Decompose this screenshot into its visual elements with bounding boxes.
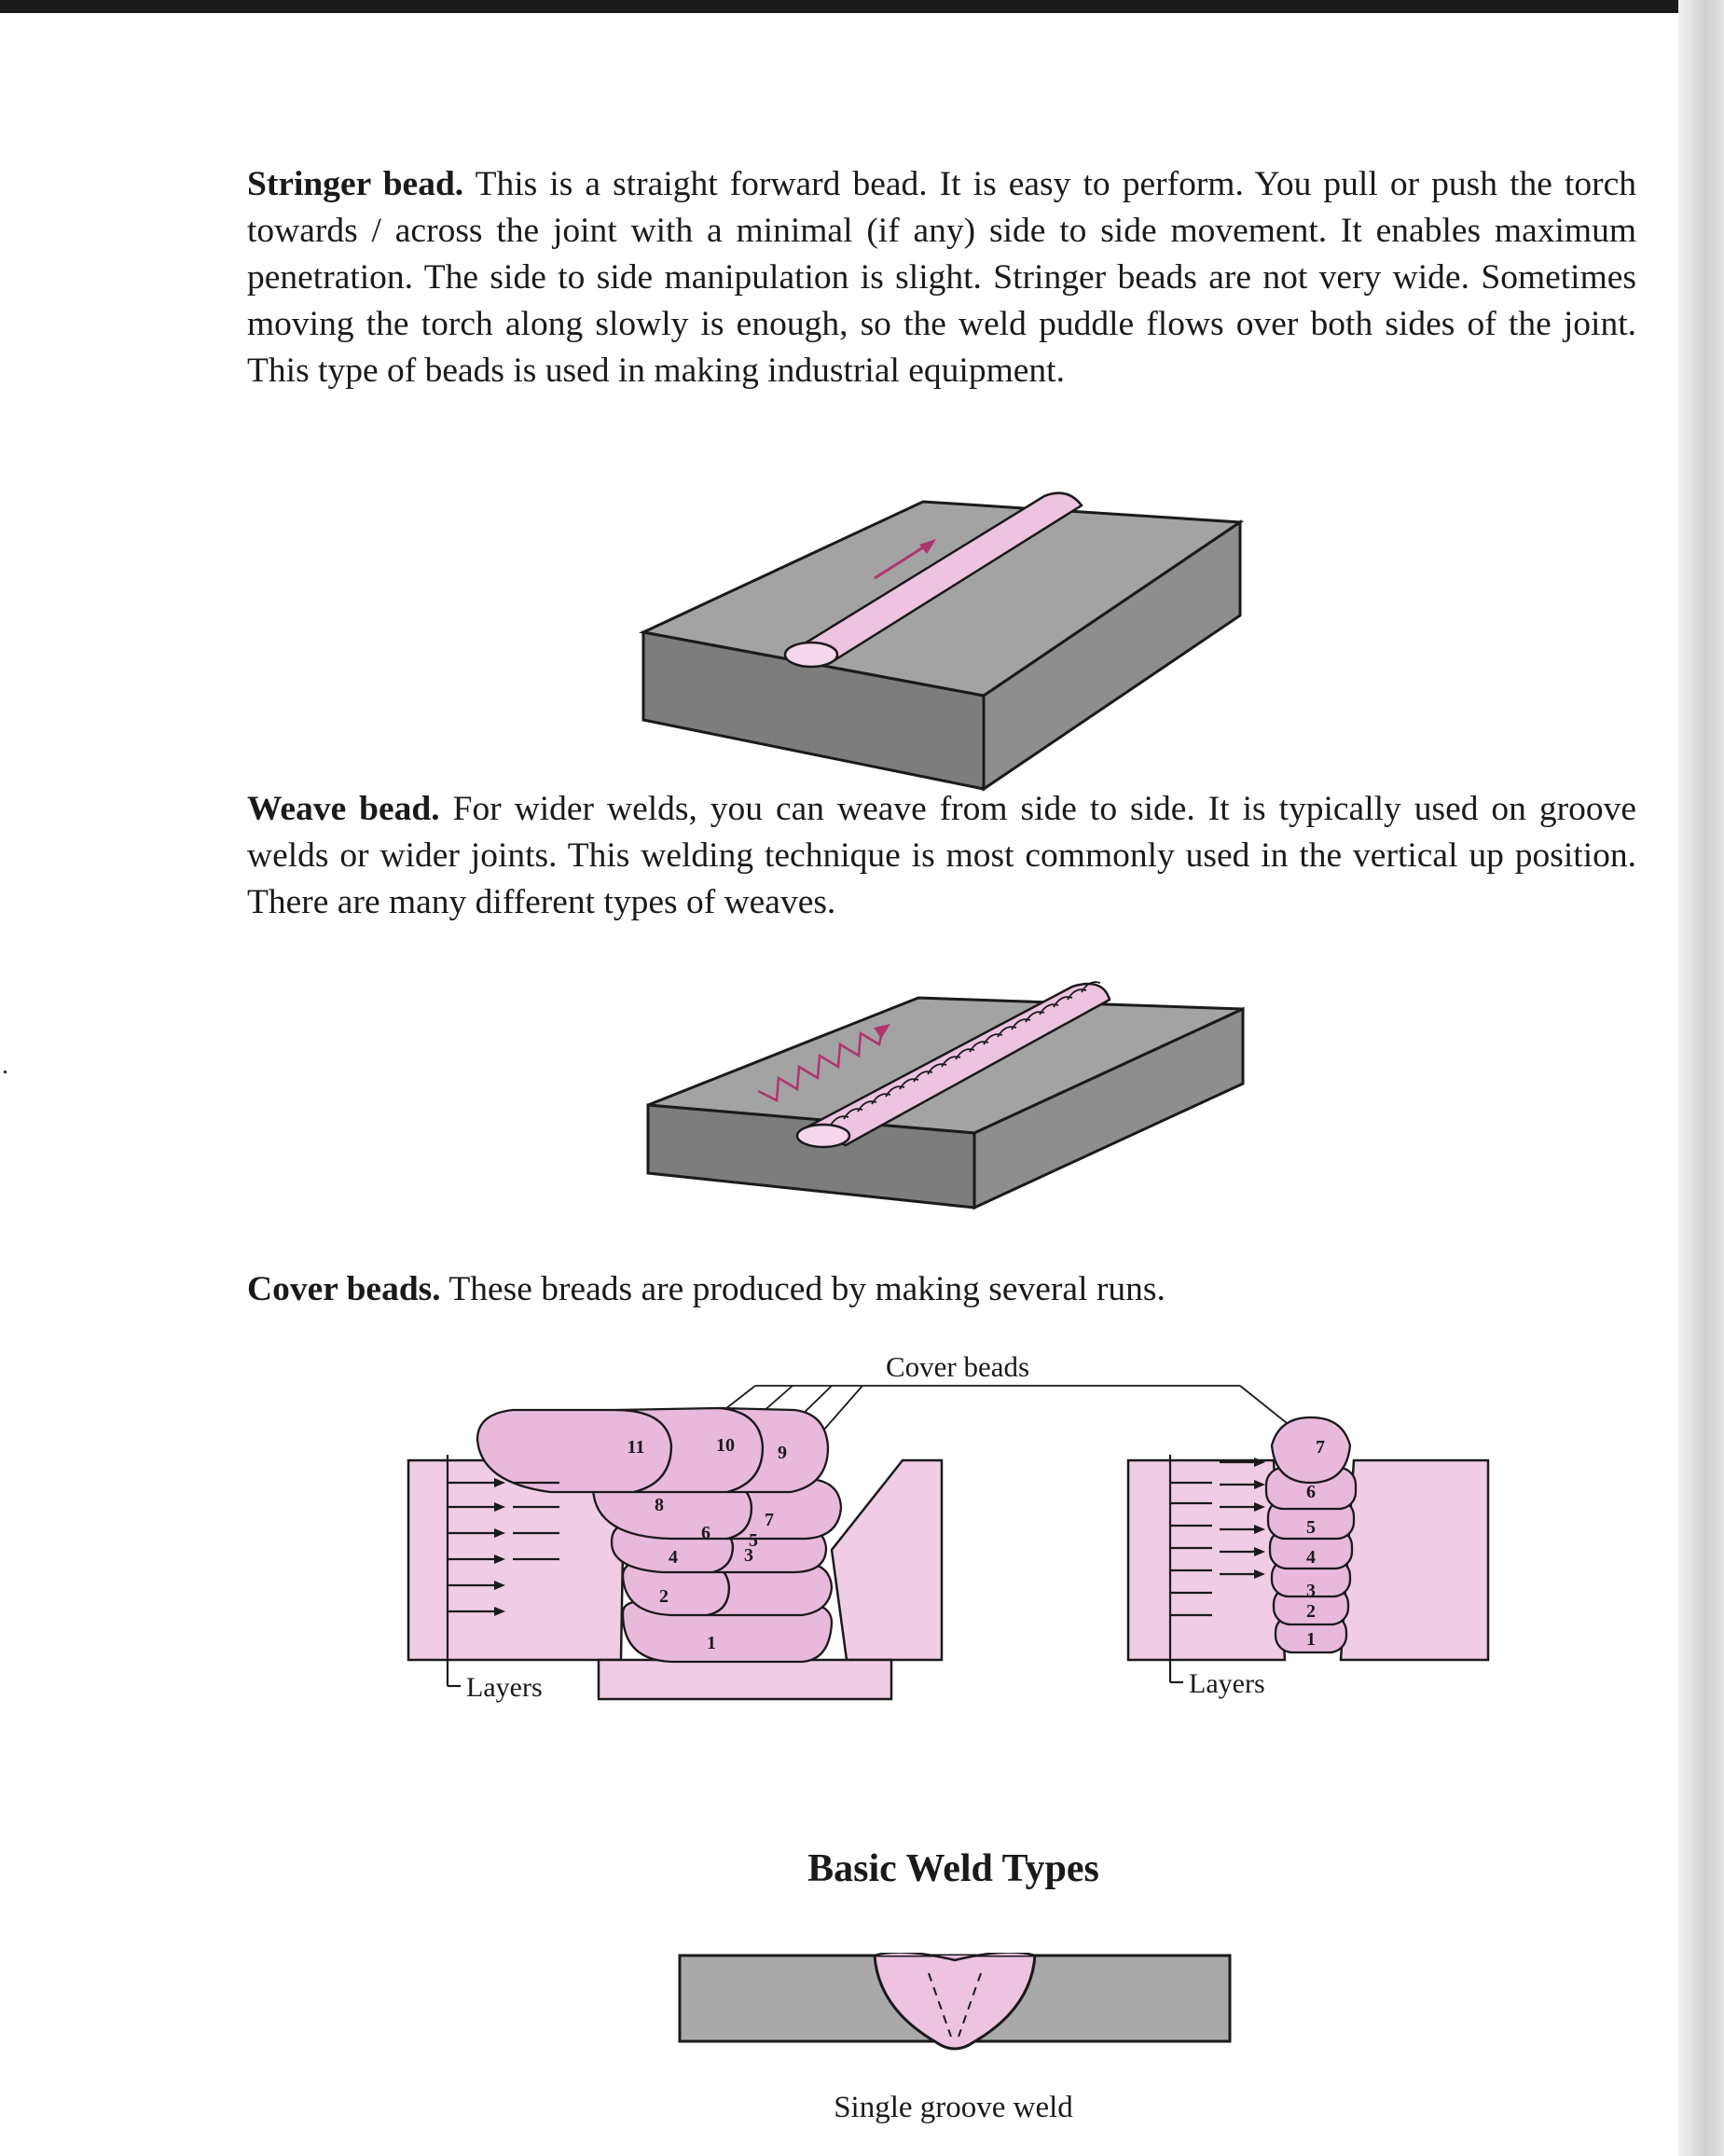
svg-text:6: 6 <box>1306 1482 1316 1502</box>
weave-bead-paragraph: Weave bead. For wider welds, you can wea… <box>247 786 1636 926</box>
stringer-bead-paragraph: Stringer bead. This is a straight forwar… <box>247 161 1636 394</box>
svg-text:4: 4 <box>1306 1547 1316 1568</box>
svg-text:2: 2 <box>1306 1601 1316 1622</box>
left-multipass-weld: 1 2 3 4 5 6 7 8 9 10 11 Layers <box>407 1406 944 1703</box>
stringer-bead-heading: Stringer bead. <box>247 165 464 203</box>
layers-label-right: Layers <box>1189 1668 1265 1699</box>
single-groove-weld-caption: Single groove weld <box>834 2091 1073 2124</box>
cover-beads-paragraph: Cover beads. These breads are produced b… <box>247 1266 1636 1313</box>
weave-bead-heading: Weave bead. <box>247 790 440 828</box>
svg-text:5: 5 <box>1306 1517 1316 1538</box>
svg-text:1: 1 <box>1306 1629 1316 1650</box>
stringer-bead-figure <box>639 491 1245 792</box>
svg-text:9: 9 <box>778 1443 787 1463</box>
cover-beads-text: These breads are produced by making seve… <box>448 1270 1165 1308</box>
single-groove-weld-figure <box>678 1953 1232 2051</box>
layers-label-left: Layers <box>466 1672 543 1703</box>
page-top-edge <box>0 0 1724 13</box>
svg-text:8: 8 <box>655 1495 664 1515</box>
weave-bead-text: For wider welds, you can weave from side… <box>247 790 1636 921</box>
basic-weld-types-title: Basic Weld Types <box>807 1847 1099 1890</box>
cover-beads-figure: Cover beads 1 2 3 4 5 <box>407 1350 1490 1703</box>
svg-text:3: 3 <box>1306 1581 1316 1601</box>
svg-text:1: 1 <box>707 1633 716 1653</box>
svg-text:4: 4 <box>669 1547 678 1568</box>
svg-text:6: 6 <box>701 1523 710 1543</box>
weave-bead-figure <box>646 981 1245 1210</box>
right-multipass-weld: 1 2 3 4 5 6 7 Layers <box>1126 1416 1490 1699</box>
svg-text:7: 7 <box>765 1510 774 1530</box>
svg-text:5: 5 <box>749 1530 758 1551</box>
cover-beads-heading: Cover beads. <box>247 1270 441 1308</box>
svg-text:7: 7 <box>1316 1437 1325 1458</box>
book-gutter-shadow <box>1678 0 1724 2156</box>
scan-speck <box>4 1071 7 1073</box>
svg-text:3: 3 <box>744 1545 753 1566</box>
svg-text:11: 11 <box>628 1437 645 1458</box>
stringer-bead-text: This is a straight forward bead. It is e… <box>247 165 1637 390</box>
svg-text:10: 10 <box>716 1435 735 1456</box>
svg-text:2: 2 <box>659 1586 669 1607</box>
cover-beads-label: Cover beads <box>886 1350 1029 1383</box>
